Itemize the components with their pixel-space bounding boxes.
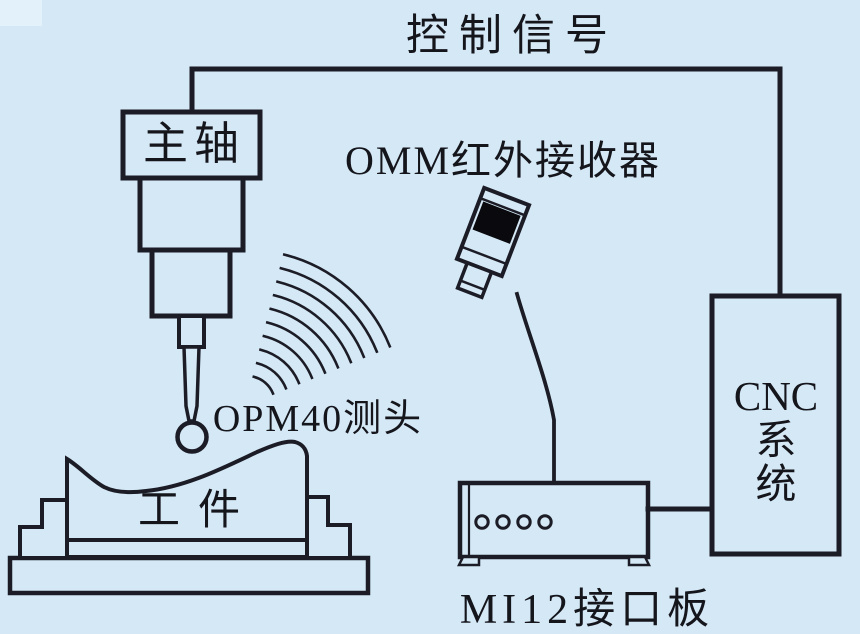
omm-receiver-icon	[454, 185, 532, 300]
cnc-box	[709, 293, 842, 557]
control-signal-wire	[189, 66, 783, 299]
probe-label: OPM40测头	[212, 398, 424, 440]
machine-table-shape	[7, 555, 371, 596]
cnc-label-line3: 统	[755, 461, 797, 507]
board-foot-right	[627, 555, 652, 567]
omm-receiver-label: OMM红外接收器	[344, 138, 662, 183]
interface-board-label: MI12接口板	[459, 587, 715, 633]
spindle-label: 主轴	[142, 119, 246, 169]
workpiece-pallet-shape	[65, 538, 309, 559]
control-signal-label: 控制信号	[406, 13, 618, 60]
cnc-label-line2: 系	[755, 417, 797, 463]
clamp-right-shape	[305, 495, 352, 560]
stylus-ball	[175, 420, 209, 454]
probe-stylus-shape	[182, 345, 201, 423]
led-indicators	[474, 514, 553, 530]
cnc-system-label: CNC 系 统	[734, 374, 818, 506]
clamp-left-shape	[18, 498, 69, 560]
board-foot-left	[456, 555, 481, 567]
workpiece-label: 工件	[137, 488, 259, 534]
probe-holder-shape	[177, 314, 206, 349]
spindle-shape	[120, 109, 263, 319]
receiver-cable	[514, 291, 556, 485]
workpiece-shape	[65, 439, 309, 542]
ir-waves-icon	[252, 253, 392, 396]
corner-artifact	[0, 0, 42, 26]
cnc-label-line1: CNC	[733, 373, 819, 419]
interface-board-shape	[456, 480, 652, 567]
